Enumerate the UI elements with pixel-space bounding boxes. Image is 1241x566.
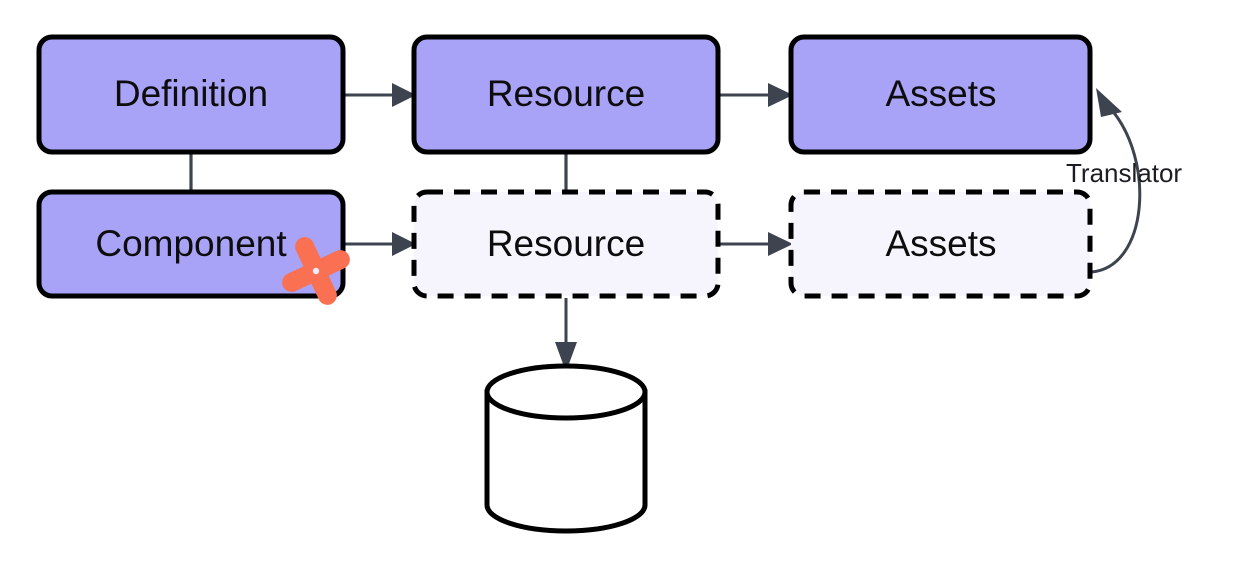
x-mark-icon [282, 237, 350, 305]
node-resource-top-label: Resource [487, 73, 645, 114]
edge-resource-top-to-assets-top [720, 83, 793, 107]
edge-assets-bottom-to-assets-top [1090, 88, 1142, 274]
node-assets-bottom-label: Assets [885, 223, 996, 264]
node-resource-bottom-label: Resource [487, 223, 645, 264]
connector-layer [189, 83, 1142, 372]
node-definition-label: Definition [114, 73, 268, 114]
node-component[interactable]: Component [36, 189, 350, 305]
node-assets-bottom[interactable]: Assets [788, 189, 1093, 299]
node-resource-top[interactable]: Resource [411, 34, 721, 155]
node-resource-bottom[interactable]: Resource [411, 189, 721, 299]
edge-definition-to-resource-top [345, 83, 416, 107]
edge-resource-bottom-to-datastore [555, 298, 577, 372]
edge-resource-bottom-to-assets-bottom [720, 232, 793, 256]
node-assets-top[interactable]: Assets [788, 34, 1093, 155]
edge-component-to-resource-bottom [345, 232, 416, 256]
node-component-label: Component [95, 223, 287, 264]
edge-label-translator: Translator [1066, 158, 1182, 188]
node-datastore-cylinder[interactable] [484, 363, 648, 534]
node-assets-top-label: Assets [885, 73, 996, 114]
node-definition[interactable]: Definition [36, 34, 346, 155]
